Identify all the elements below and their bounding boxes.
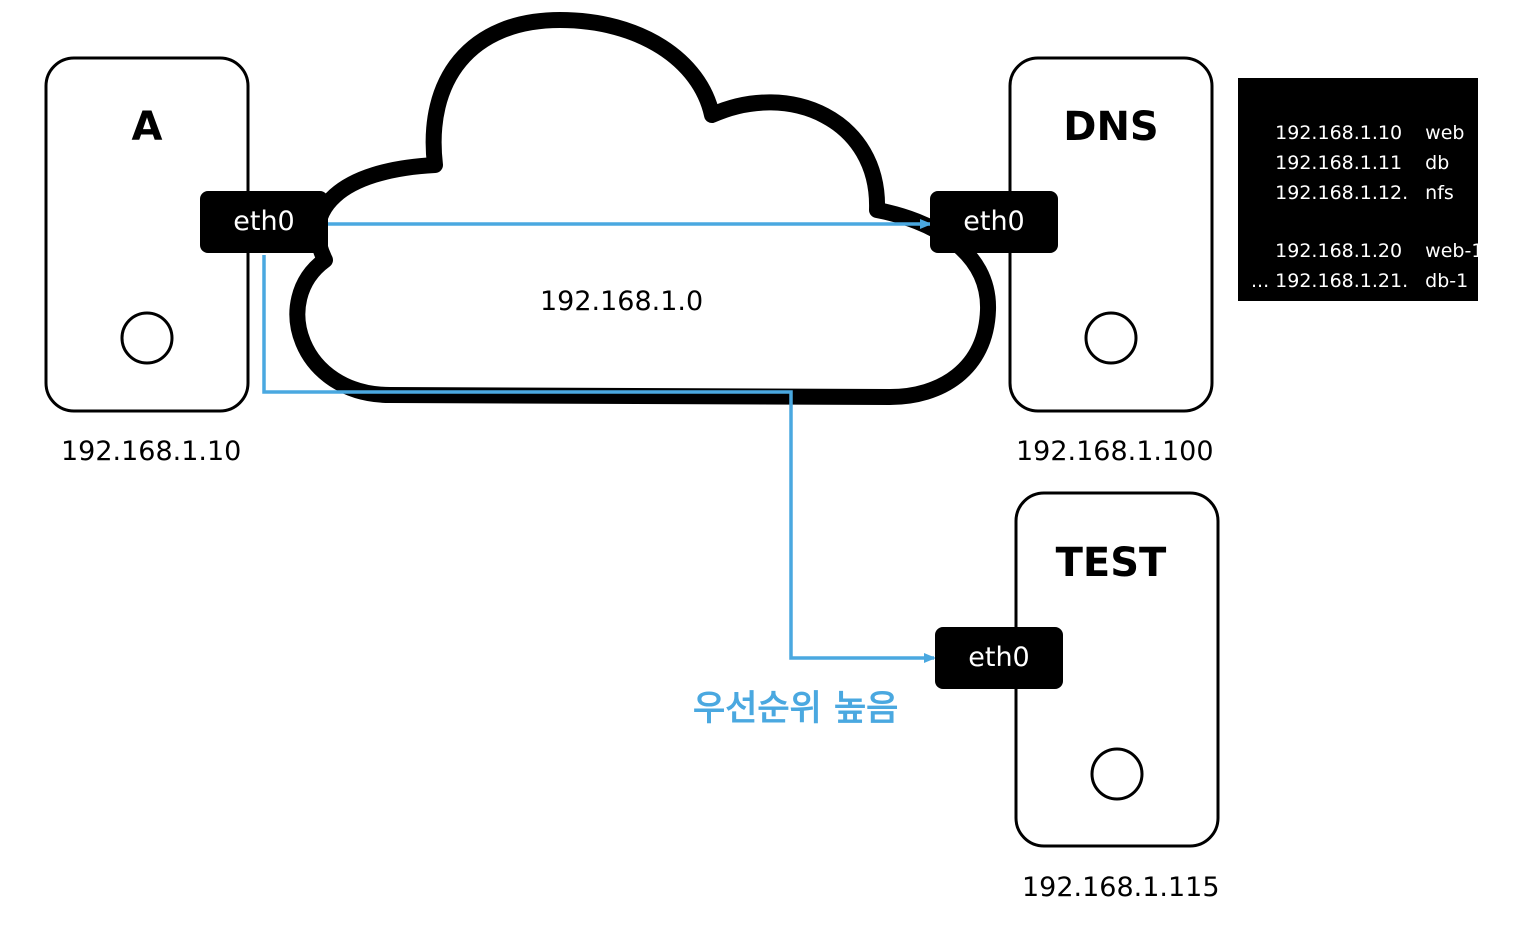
dns-record-ip: 192.168.1.12. (1275, 182, 1409, 204)
host-test-eth0: eth0 (935, 627, 1063, 689)
dns-records-table: 192.168.1.10 web 192.168.1.11 db 192.168.1… (1238, 78, 1483, 301)
network-cloud (289, 12, 997, 405)
dns-record-name: db (1425, 152, 1450, 174)
host-a-title: A (131, 104, 163, 150)
dns-record-row: 192.168.1.12. nfs (1251, 148, 1478, 204)
host-dns-eth0: eth0 (930, 191, 1058, 253)
host-dns-ip: 192.168.1.100 (1016, 436, 1214, 467)
priority-label: 우선순위 높음 (693, 689, 899, 729)
arrow-a-to-test (262, 255, 936, 663)
host-dns-title: DNS (1063, 104, 1159, 150)
dns-record-name: web (1425, 122, 1465, 144)
dns-record-ip: 192.168.1.10 (1275, 122, 1403, 144)
host-test-ip: 192.168.1.115 (1022, 872, 1220, 903)
dns-record-row: 192.168.1.10 web (1251, 88, 1478, 144)
dns-record-row: 192.168.1.11 db (1251, 118, 1478, 174)
host-a-ip: 192.168.1.10 (61, 436, 242, 467)
dns-record-row: 192.168.1.20 web-1 (1251, 206, 1483, 262)
dns-record-ip: 192.168.1.11 (1275, 152, 1403, 174)
host-dns-power-icon (1084, 311, 1138, 365)
host-a-power-icon (120, 311, 174, 365)
dns-record-ip: 192.168.1.21. (1275, 270, 1409, 292)
host-test-power-icon (1090, 747, 1144, 801)
dns-records-more: ... (1251, 270, 1270, 292)
host-a-eth0: eth0 (200, 191, 328, 253)
dns-record-row: 192.168.1.21. db-1 (1251, 236, 1478, 292)
subnet-label: 192.168.1.0 (540, 286, 704, 317)
dns-record-name: db-1 (1425, 270, 1469, 292)
host-test-title: TEST (1055, 540, 1167, 586)
dns-record-ip: 192.168.1.20 (1275, 240, 1403, 262)
dns-record-name: web-1 (1425, 240, 1484, 262)
dns-record-name: nfs (1425, 182, 1454, 204)
